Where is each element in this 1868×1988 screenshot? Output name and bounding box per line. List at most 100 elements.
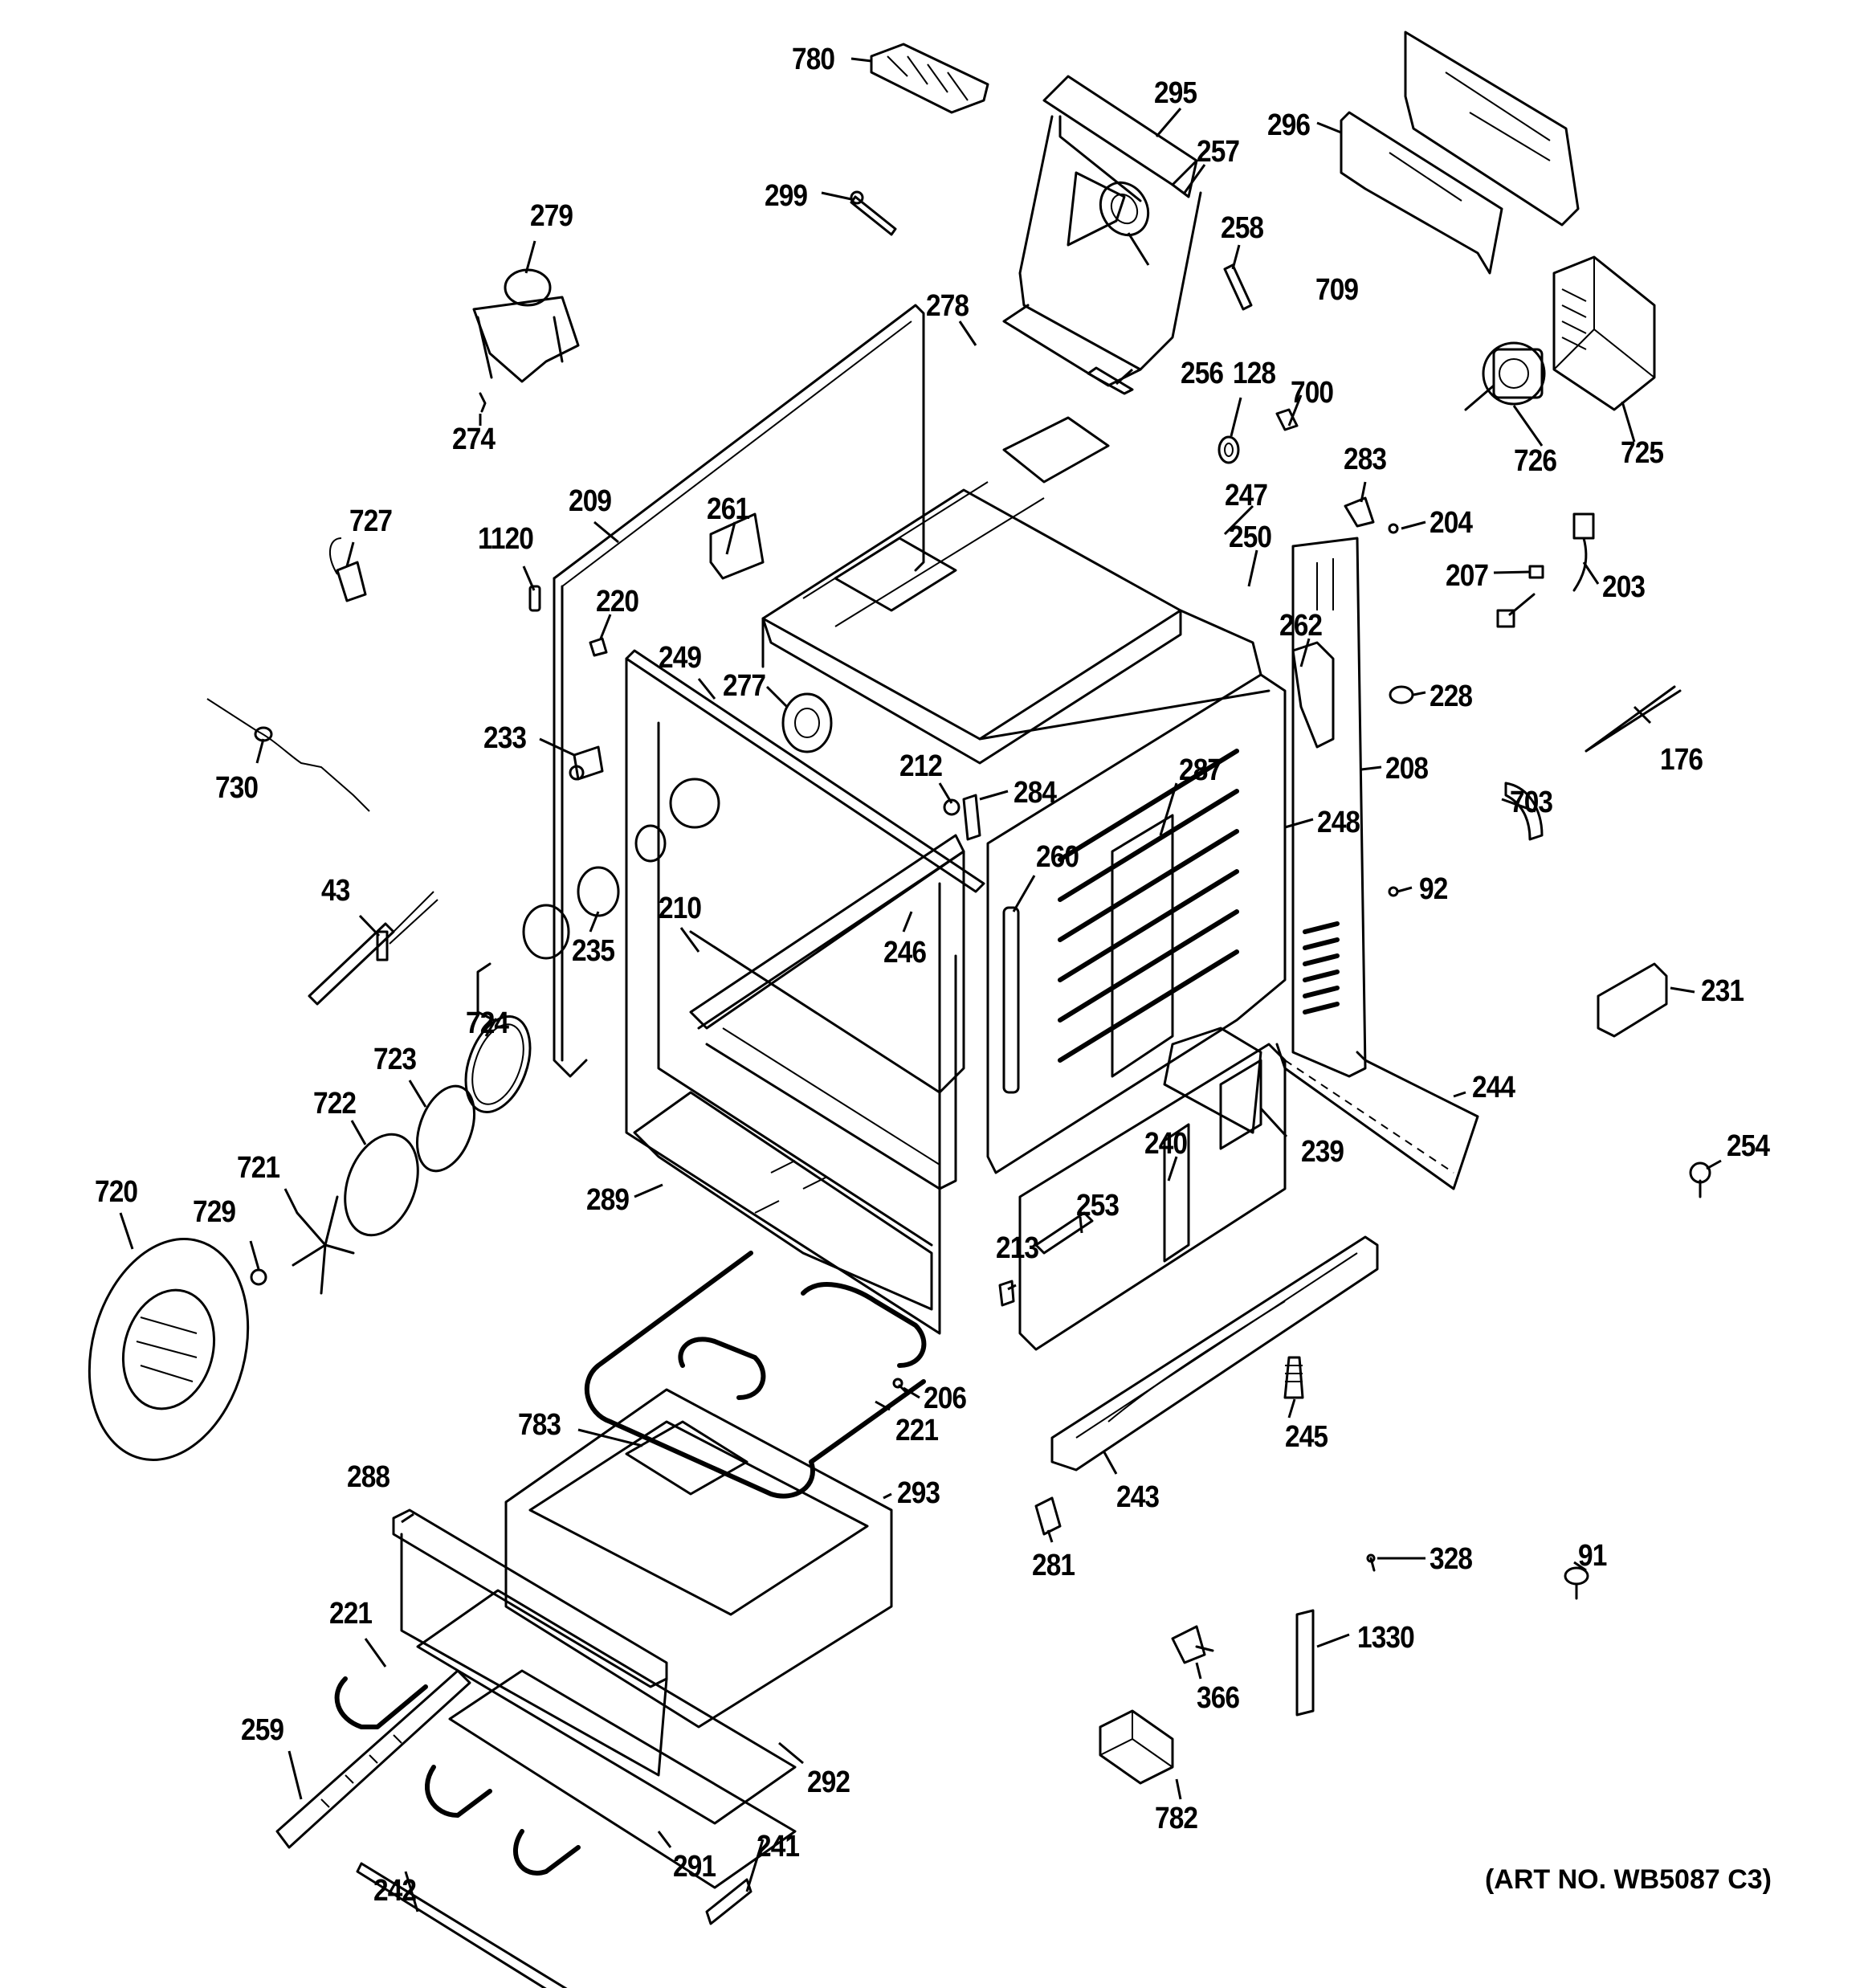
callout-287: 287 (1179, 753, 1222, 787)
callout-254: 254 (1727, 1129, 1770, 1163)
callout-730: 730 (215, 771, 259, 805)
part-244-lower-rear-panel (1275, 1043, 1479, 1190)
callout-208: 208 (1385, 752, 1429, 786)
callout-782: 782 (1155, 1802, 1198, 1835)
part-228-clip (1389, 685, 1414, 704)
part-295-flue-duct (1002, 75, 1202, 387)
part-284-bracket (962, 794, 981, 841)
callout-209: 209 (569, 484, 612, 518)
part-722-fan-plate (344, 1133, 419, 1237)
callout-228: 228 (1430, 680, 1473, 713)
callout-210: 210 (659, 892, 702, 925)
callout-262: 262 (1279, 609, 1323, 643)
callout-128: 128 (1233, 357, 1276, 390)
part-203-harness (1572, 512, 1595, 592)
callout-703: 703 (1510, 786, 1553, 819)
callout-723: 723 (373, 1043, 417, 1076)
leader-lines (119, 57, 1722, 1912)
callout-279: 279 (530, 199, 573, 233)
part-780-vent-trim (870, 43, 989, 114)
part-213-clip (998, 1280, 1015, 1307)
callout-92: 92 (1419, 872, 1448, 906)
part-240-burner-box (1018, 1043, 1287, 1351)
callout-274: 274 (452, 423, 496, 456)
callout-296: 296 (1267, 108, 1311, 142)
part-700-clip (1275, 408, 1299, 431)
part-783-reflector (625, 1420, 748, 1496)
part-366-switch (1171, 1625, 1214, 1664)
callout-259: 259 (241, 1713, 284, 1747)
part-277-grommet (781, 692, 833, 753)
part-729-nut (250, 1268, 267, 1286)
part-209-side-panel (553, 304, 925, 1078)
part-721-fan-blade (292, 1195, 355, 1295)
callout-243: 243 (1116, 1480, 1160, 1514)
part-258-bracket (1223, 263, 1253, 311)
part-328-screw (1366, 1553, 1376, 1572)
callout-235: 235 (572, 934, 615, 968)
callout-91: 91 (1578, 1539, 1607, 1573)
callout-720: 720 (95, 1175, 138, 1209)
callout-176: 176 (1660, 743, 1703, 777)
callout-206: 206 (924, 1382, 967, 1415)
part-296-upper-panel (1404, 31, 1580, 227)
callout-245: 245 (1285, 1420, 1328, 1454)
part-245-orifice (1283, 1356, 1304, 1399)
part-231-bracket (1597, 962, 1668, 1038)
part-91-screw (1564, 1566, 1589, 1600)
part-293-broil-housing (504, 1388, 893, 1729)
part-278-top-panel (761, 416, 1182, 765)
part-725-fan-housing (1552, 255, 1656, 411)
part-248-right-panel (986, 673, 1287, 1174)
part-259-burner-tube (275, 1669, 471, 1849)
callout-241: 241 (757, 1830, 800, 1863)
callout-291: 291 (673, 1850, 716, 1884)
callout-246: 246 (883, 936, 927, 970)
part-247-rear-frame (761, 609, 1270, 741)
part-254-screw (1689, 1161, 1711, 1198)
part-176-wire-tie (1585, 685, 1682, 753)
part-220-clip (589, 637, 608, 657)
part-288-front-trim (392, 1508, 668, 1777)
callout-729: 729 (193, 1195, 236, 1229)
callout-221: 221 (895, 1414, 939, 1447)
part-43-temp-sensor (308, 891, 438, 1006)
callout-249: 249 (659, 641, 702, 675)
callout-725: 725 (1621, 436, 1664, 470)
callout-292: 292 (807, 1766, 850, 1799)
part-281-clip (1034, 1496, 1062, 1536)
callout-288: 288 (347, 1460, 390, 1494)
callout-260: 260 (1036, 840, 1079, 874)
part-246-oven-liner (689, 850, 965, 1190)
part-296-rear-bracket (1340, 111, 1503, 275)
callout-231: 231 (1701, 974, 1744, 1008)
callout-783: 783 (518, 1408, 561, 1442)
callout-709: 709 (1315, 273, 1359, 307)
callout-221-lower: 221 (329, 1597, 373, 1631)
part-261-bracket (709, 512, 765, 580)
callout-281: 281 (1032, 1549, 1075, 1582)
part-221-bake-element-upper (584, 1251, 927, 1499)
part-221-broil-element-lower (334, 1676, 581, 1876)
callout-289: 289 (586, 1183, 630, 1217)
callout-261: 261 (707, 492, 750, 526)
callout-724: 724 (466, 1006, 509, 1040)
part-128-grommet (1217, 435, 1240, 464)
part-727-sensor (328, 537, 367, 602)
part-279-regulator (472, 268, 580, 383)
callout-242: 242 (373, 1874, 417, 1908)
part-92-screw (1388, 886, 1399, 897)
callout-256: 256 (1181, 357, 1224, 390)
callout-233: 233 (483, 721, 527, 755)
part-204-screw (1388, 523, 1399, 534)
callout-366: 366 (1197, 1681, 1240, 1715)
callout-780: 780 (792, 43, 835, 76)
callout-299: 299 (765, 179, 808, 213)
part-724-fan-cover (464, 1014, 532, 1114)
callout-244: 244 (1472, 1071, 1515, 1104)
callout-283: 283 (1344, 443, 1387, 476)
part-253-baffle (1034, 1211, 1094, 1255)
part-242-rail (356, 1862, 568, 1988)
callout-258: 258 (1221, 211, 1264, 245)
part-299-bracket (850, 190, 897, 236)
